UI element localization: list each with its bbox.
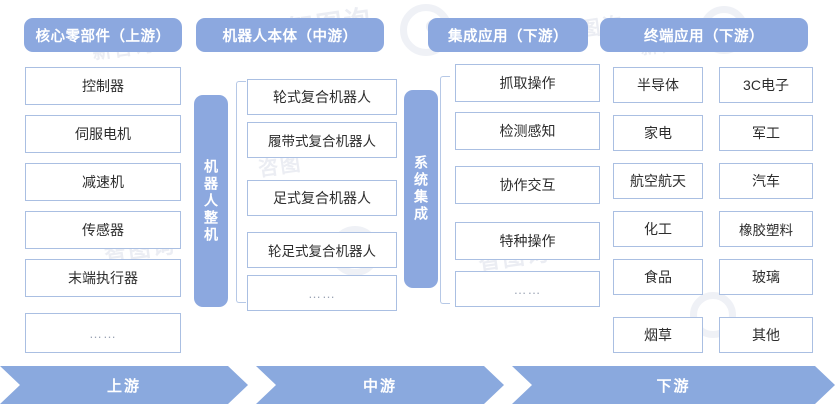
header-upstream: 核心零部件（上游）: [24, 18, 182, 52]
item-box-integration[interactable]: 协作交互: [455, 166, 600, 204]
vertical-label-robot-body: 机器人整机: [194, 95, 228, 307]
item-box-upstream[interactable]: 控制器: [25, 67, 181, 105]
banner-segment-upstream[interactable]: 上游: [0, 366, 248, 404]
item-box-terminal-right[interactable]: 汽车: [719, 163, 813, 199]
value-chain-banner: 上游 中游 下游: [0, 366, 835, 404]
banner-label-downstream: 下游: [656, 377, 691, 395]
item-box-upstream-more[interactable]: ……: [25, 313, 181, 353]
item-box-midstream[interactable]: 轮式复合机器人: [247, 79, 397, 115]
item-box-upstream[interactable]: 伺服电机: [25, 115, 181, 153]
item-box-terminal-left[interactable]: 航空航天: [613, 163, 703, 199]
bracket-midstream: [236, 81, 246, 303]
bracket-integration: [440, 76, 450, 304]
item-box-terminal-left[interactable]: 食品: [613, 259, 703, 295]
item-box-midstream[interactable]: 履带式复合机器人: [247, 122, 397, 158]
item-box-upstream[interactable]: 传感器: [25, 211, 181, 249]
item-box-upstream[interactable]: 末端执行器: [25, 259, 181, 297]
item-box-integration[interactable]: 抓取操作: [455, 64, 600, 102]
header-terminal: 终端应用（下游）: [600, 18, 808, 52]
item-box-terminal-right[interactable]: 橡胶塑料: [719, 211, 813, 247]
item-box-terminal-left[interactable]: 烟草: [613, 317, 703, 353]
item-box-terminal-left[interactable]: 家电: [613, 115, 703, 151]
header-midstream: 机器人本体（中游）: [196, 18, 384, 52]
item-box-integration[interactable]: 检测感知: [455, 112, 600, 150]
banner-label-upstream: 上游: [106, 377, 141, 395]
item-box-integration[interactable]: 特种操作: [455, 222, 600, 260]
item-box-integration-more[interactable]: ……: [455, 271, 600, 307]
item-box-midstream[interactable]: 轮足式复合机器人: [247, 232, 397, 268]
banner-segment-midstream[interactable]: 中游: [256, 366, 504, 404]
item-box-upstream[interactable]: 减速机: [25, 163, 181, 201]
banner-segment-downstream[interactable]: 下游: [512, 366, 835, 404]
item-box-midstream[interactable]: 足式复合机器人: [247, 180, 397, 216]
item-box-terminal-right[interactable]: 3C电子: [719, 67, 813, 103]
item-box-terminal-left[interactable]: 化工: [613, 211, 703, 247]
vertical-label-system-integration: 系统集成: [404, 90, 438, 288]
item-box-terminal-left[interactable]: 半导体: [613, 67, 703, 103]
banner-label-midstream: 中游: [362, 377, 397, 395]
item-box-terminal-right[interactable]: 军工: [719, 115, 813, 151]
item-box-terminal-right[interactable]: 其他: [719, 317, 813, 353]
item-box-terminal-right[interactable]: 玻璃: [719, 259, 813, 295]
header-integration: 集成应用（下游）: [428, 18, 588, 52]
item-box-midstream-more[interactable]: ……: [247, 275, 397, 311]
